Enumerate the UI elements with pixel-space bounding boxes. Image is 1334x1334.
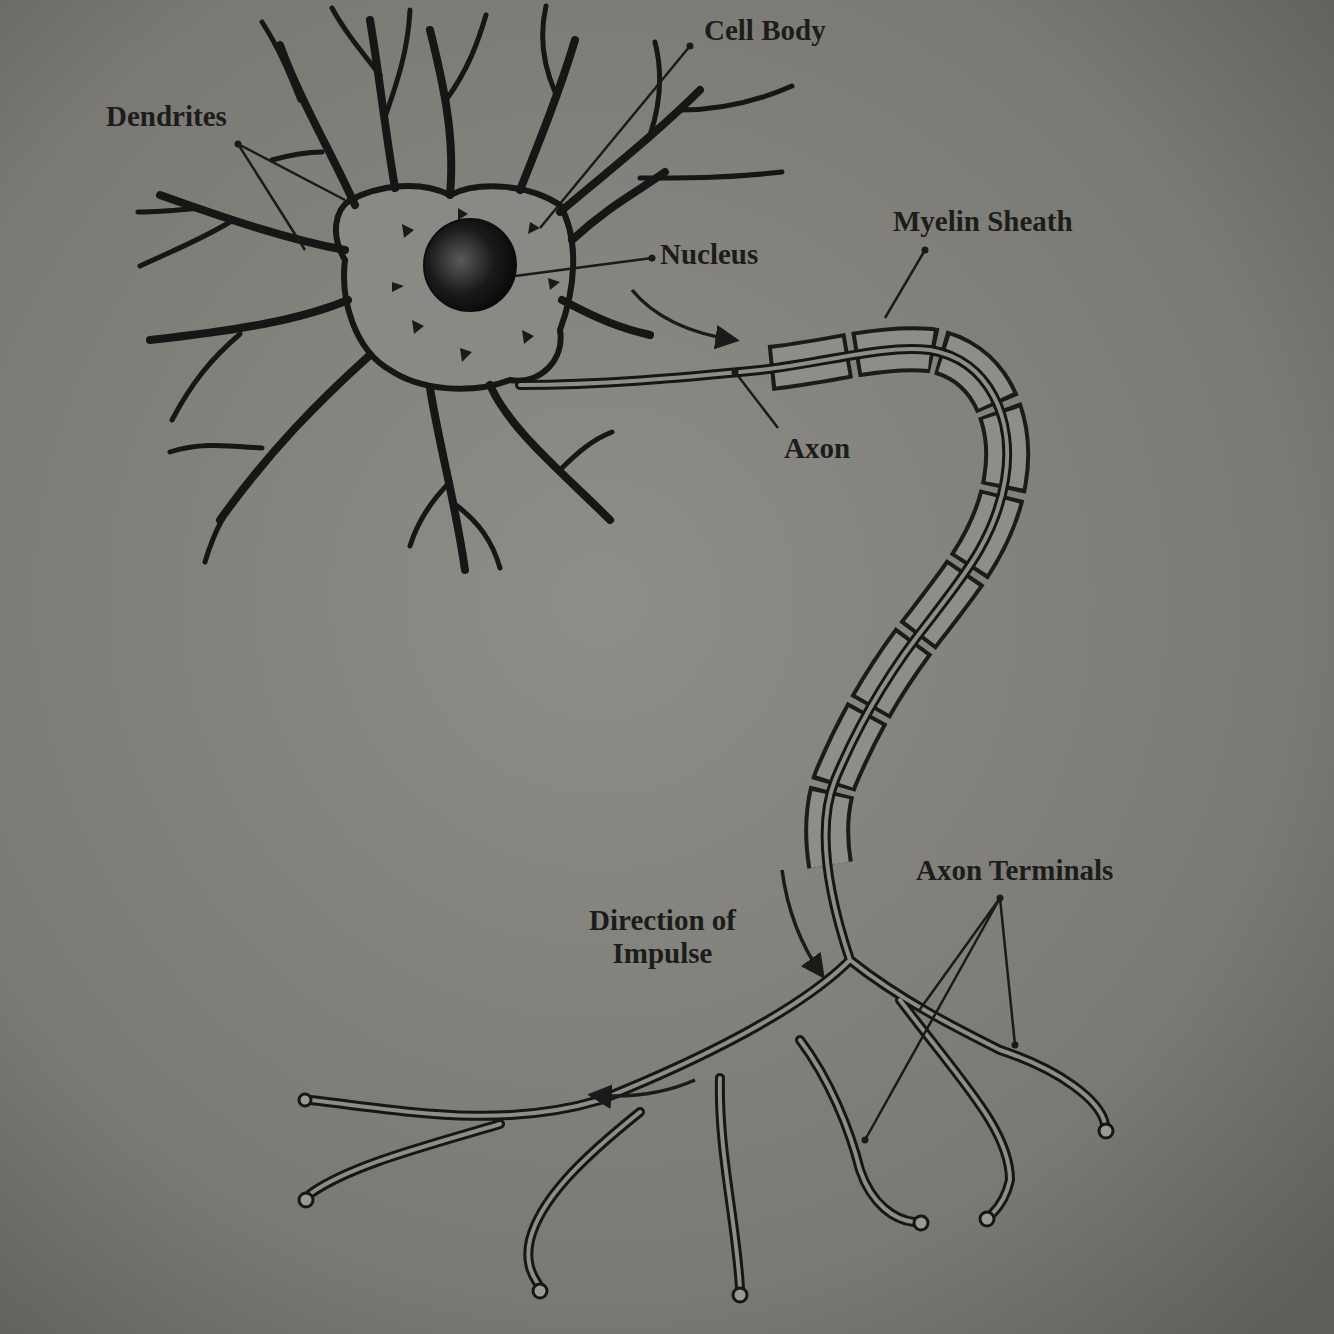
- myelin-sheath-segment: [770, 349, 1007, 865]
- part-label: Axon Terminals: [916, 854, 1113, 887]
- leader-line: [865, 898, 1015, 1140]
- leader-dot: [687, 43, 694, 50]
- part-label: Cell Body: [704, 14, 826, 47]
- myelin-sheath-outline: [770, 349, 1007, 865]
- leader-dot: [1012, 1042, 1019, 1049]
- dendrite-trunks: [150, 20, 700, 570]
- terminal-bulb: [533, 1284, 547, 1298]
- terminal-bulb: [733, 1288, 747, 1302]
- impulse-arrow: [592, 1080, 695, 1096]
- terminal-bulbs: [299, 1094, 1113, 1302]
- terminal-bulb: [980, 1212, 994, 1226]
- organelle-mark: [402, 224, 414, 238]
- impulse-arrows: [592, 290, 822, 1096]
- part-label: Myelin Sheath: [893, 205, 1073, 238]
- leader-dot: [862, 1137, 869, 1144]
- leader-dot: [732, 369, 739, 376]
- axon-outer: [310, 349, 1105, 1288]
- nucleus: [424, 219, 516, 311]
- leader-line: [515, 258, 652, 276]
- part-label: Direction of Impulse: [550, 904, 775, 971]
- terminal-bulb: [299, 1193, 313, 1207]
- terminal-bulb: [1099, 1124, 1113, 1138]
- leader-dot: [235, 141, 242, 148]
- part-label: Nucleus: [660, 238, 758, 271]
- impulse-arrow: [632, 290, 735, 340]
- part-label: Dendrites: [106, 100, 227, 133]
- leader-line: [238, 144, 345, 250]
- axon-tube: [310, 349, 1105, 1288]
- leader-dot: [922, 247, 929, 254]
- terminal-bulb: [299, 1094, 311, 1106]
- organelle-mark: [528, 222, 540, 234]
- organelle-mark: [392, 282, 404, 292]
- leader-line: [540, 46, 690, 228]
- terminal-bulb: [914, 1216, 928, 1230]
- organelle-marks: [392, 208, 560, 362]
- leader-line: [885, 250, 925, 318]
- organelle-mark: [460, 348, 472, 362]
- part-label: Axon: [784, 432, 850, 465]
- leader-dot: [649, 255, 656, 262]
- leader-line: [735, 372, 778, 428]
- organelle-mark: [548, 278, 560, 290]
- impulse-arrow: [782, 870, 822, 975]
- leader-dot: [997, 895, 1004, 902]
- dendrite-branches: [138, 6, 792, 568]
- organelle-mark: [522, 330, 534, 344]
- axon-inner: [310, 349, 1105, 1288]
- organelle-mark: [412, 320, 424, 334]
